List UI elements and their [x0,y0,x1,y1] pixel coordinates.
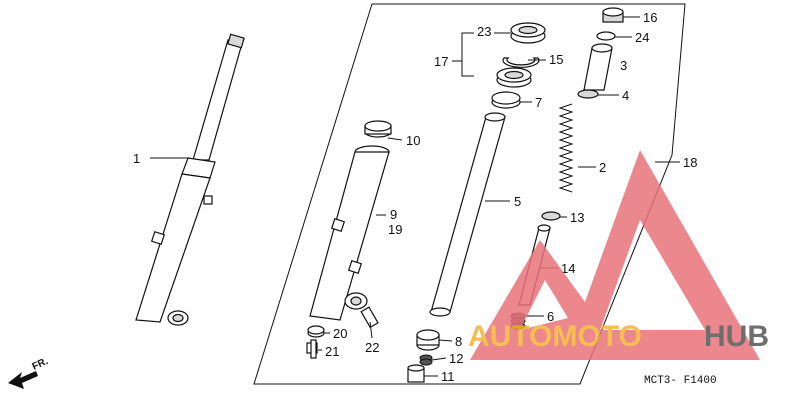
callout-24: 24 [635,30,649,45]
callout-19: 19 [388,222,402,237]
spacer-part-3 [583,43,613,91]
collar-part-11 [407,364,425,383]
callout-17: 17 [434,54,448,69]
fork-pipe-part-5 [429,112,506,317]
spring-seat-part-4 [577,89,599,99]
fork-bolt-part-16 [602,7,624,23]
back-up-ring-part-17 [496,67,532,88]
callout-2: 2 [599,160,606,175]
o-ring-part-24 [596,31,616,41]
callout-21: 21 [325,344,339,359]
callout-23: 23 [477,24,491,39]
callout-labels: 1 9 19 10 20 21 22 23 17 15 7 5 8 12 11 … [133,10,697,384]
piston-ring-part-13 [541,211,561,221]
callout-1: 1 [133,151,140,166]
callout-13: 13 [570,210,584,225]
subassembly-frame [253,3,686,385]
brand-word-automoto: AUTOMOTO [468,320,642,353]
arrow-left-icon [8,371,38,389]
callout-5: 5 [514,194,521,209]
brand-word-hub: HUB [704,320,769,353]
fork-assembly-part-1 [135,33,245,326]
callout-22: 22 [365,340,379,355]
watermark-logo: AUTOMOTO HUB [468,150,769,360]
callout-18: 18 [683,155,697,170]
logo-mark-icon [470,150,760,360]
oil-lock-piece-part-8 [416,329,440,351]
callout-11: 11 [441,369,455,384]
callout-8: 8 [455,334,462,349]
callout-4: 4 [622,88,629,103]
dust-seal-part-10 [364,120,392,138]
bolt-part-21 [306,339,318,359]
callout-15: 15 [549,52,563,67]
callout-20: 20 [333,326,347,341]
front-label: FR. [31,356,50,373]
callout-14: 14 [561,261,575,276]
bolt-part-22 [360,306,379,329]
callout-16: 16 [643,10,657,25]
fork-spring-part-2 [558,103,574,193]
callout-3: 3 [620,58,627,73]
fork-slider-part-9 [309,145,390,321]
callout-9: 9 [390,207,397,222]
callout-10: 10 [406,133,420,148]
slider-bushing-part-7 [491,91,521,109]
washer-part-20 [307,325,325,338]
callout-6: 6 [547,309,554,324]
oil-seal-part-23 [510,22,546,44]
clip-part-15 [502,57,540,68]
drawing-code: MCT3- F1400 [644,375,717,387]
spring-part-12 [419,354,433,366]
callout-12: 12 [449,351,463,366]
front-direction-indicator: FR. [8,356,50,389]
callout-7: 7 [535,95,542,110]
